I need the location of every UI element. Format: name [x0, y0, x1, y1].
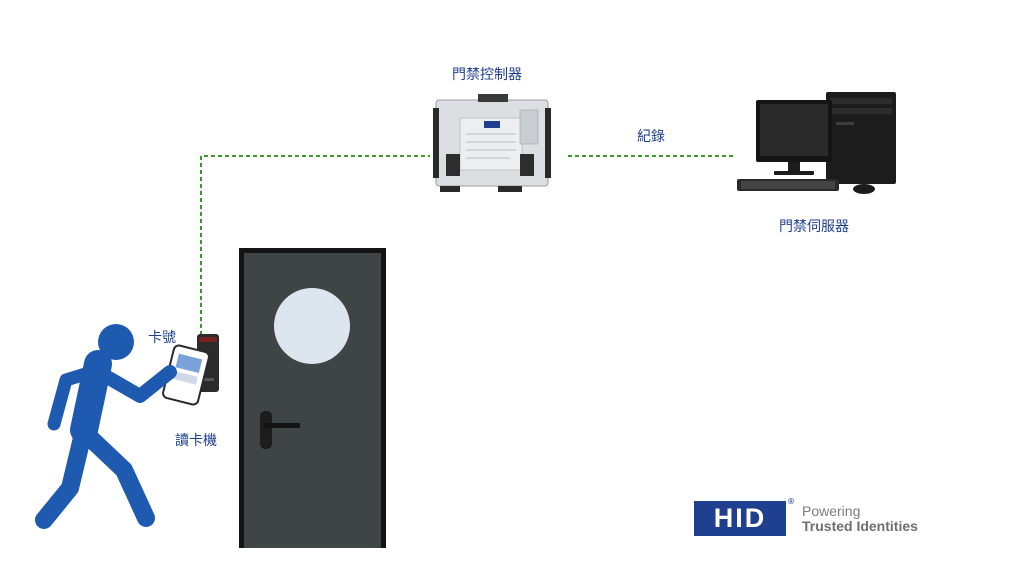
tagline-line1: Powering: [802, 503, 861, 519]
reader-to-controller-link: [200, 155, 430, 335]
record-label: 紀錄: [637, 129, 665, 145]
door-icon: [239, 248, 386, 548]
registered-mark: ®: [787, 497, 795, 506]
tagline-line2: Trusted Identities: [802, 518, 918, 534]
person-walking-icon: [35, 324, 177, 529]
controller-label: 門禁控制器: [452, 67, 522, 83]
server-computer-icon: [737, 92, 896, 194]
connection-lines: [200, 155, 735, 335]
hid-logo: HID: [694, 501, 786, 536]
controller-board-icon: [433, 94, 551, 192]
phone-icon: [162, 344, 210, 406]
server-label: 門禁伺服器: [779, 219, 849, 235]
card-number-label: 卡號: [148, 330, 176, 346]
reader-label: 讀卡機: [175, 433, 217, 449]
